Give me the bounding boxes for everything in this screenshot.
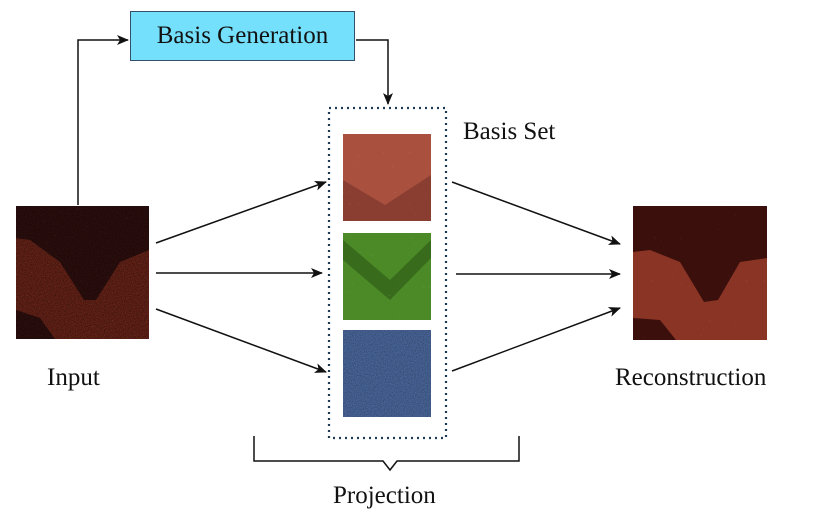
projection-arrow-3 [155, 308, 327, 373]
basis-image-red [343, 134, 431, 221]
reconstruction-arrow-1 [451, 181, 621, 245]
input-label: Input [47, 364, 100, 391]
edge-basis-generation-to-basis-set [356, 39, 393, 105]
basis-generation-label: Basis Generation [156, 22, 329, 49]
reconstruction-arrow-3 [451, 307, 621, 372]
projection-arrow-1 [155, 181, 327, 244]
projection-label: Projection [333, 482, 436, 509]
basis-image-blue [343, 330, 431, 417]
input-image [16, 206, 149, 339]
basis-image-green [343, 233, 431, 320]
reconstruction-image [633, 206, 767, 340]
basis-set-label: Basis Set [463, 118, 556, 145]
edge-input-to-basis-generation [77, 35, 129, 205]
basis-generation-box: Basis Generation [130, 11, 355, 61]
reconstruction-label: Reconstruction [615, 364, 767, 391]
basis-set-container [327, 106, 448, 440]
projection-bracket [253, 436, 520, 472]
